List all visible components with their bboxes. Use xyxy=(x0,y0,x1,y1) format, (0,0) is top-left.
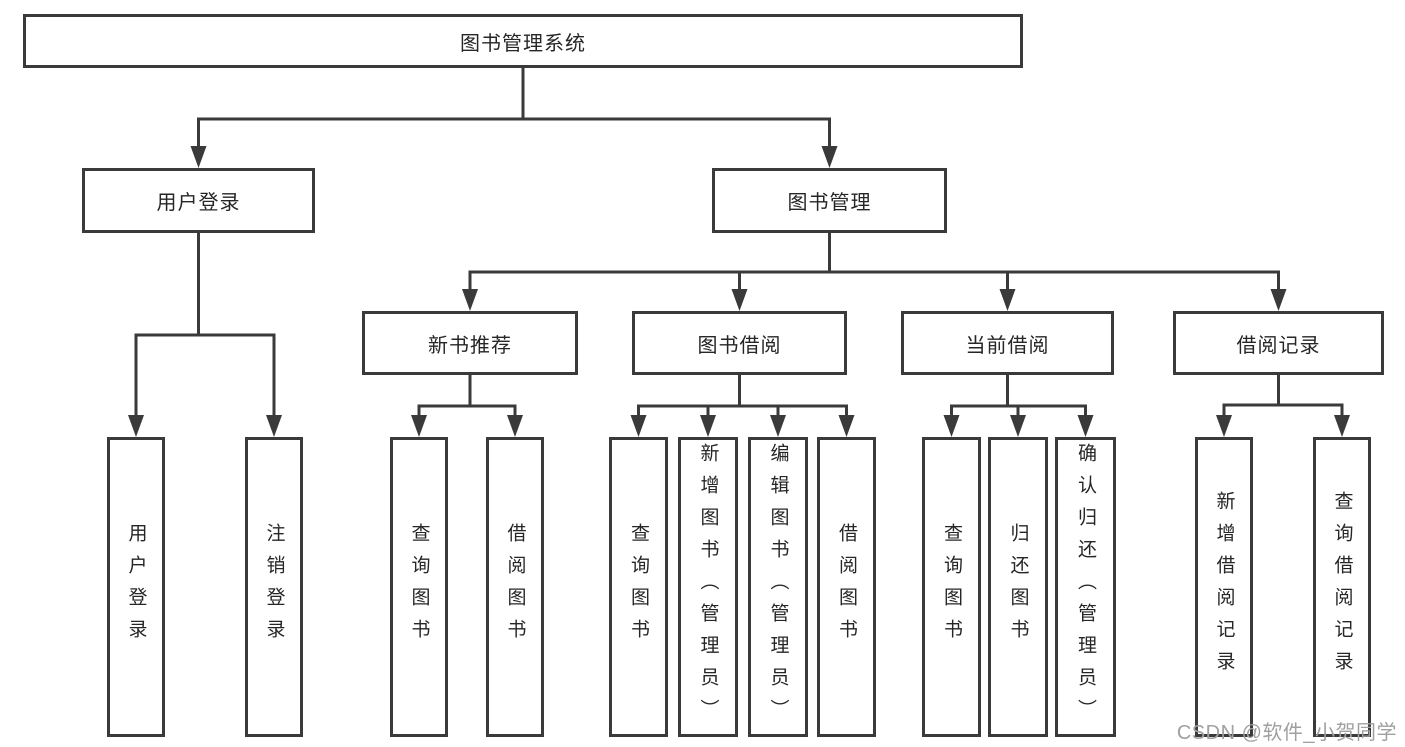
leaf-query-borrow-record: 查询借阅记录 xyxy=(1313,437,1371,737)
leaf-logout: 注销登录 xyxy=(245,437,303,737)
node-current-borrowing: 当前借阅 xyxy=(901,311,1114,375)
node-new-book-recommend: 新书推荐 xyxy=(362,311,578,375)
connector-segments xyxy=(134,68,1344,421)
leaf-add-book-admin: 新增图书（管理员） xyxy=(678,437,738,737)
leaf-edit-book-admin: 编辑图书（管理员） xyxy=(748,437,808,737)
leaf-confirm-return-admin: 确认归还（管理员） xyxy=(1055,437,1116,737)
leaf-query-books-borrow: 查询图书 xyxy=(609,437,668,737)
node-book-management: 图书管理 xyxy=(712,168,947,233)
arrowheads xyxy=(128,146,1350,437)
node-borrowing-records: 借阅记录 xyxy=(1173,311,1384,375)
leaf-borrow-books-recommend: 借阅图书 xyxy=(486,437,544,737)
leaf-borrow-books: 借阅图书 xyxy=(817,437,876,737)
leaf-query-books-recommend: 查询图书 xyxy=(390,437,448,737)
node-book-borrowing: 图书借阅 xyxy=(632,311,847,375)
csdn-watermark: CSDN @软件_小贺同学 xyxy=(1176,722,1397,744)
leaf-add-borrow-record: 新增借阅记录 xyxy=(1195,437,1253,737)
node-library-management-system: 图书管理系统 xyxy=(23,14,1023,68)
node-user-login: 用户登录 xyxy=(82,168,315,233)
leaf-user-login: 用户登录 xyxy=(107,437,165,737)
leaf-query-books-current: 查询图书 xyxy=(922,437,981,737)
leaf-return-book: 归还图书 xyxy=(988,437,1048,737)
